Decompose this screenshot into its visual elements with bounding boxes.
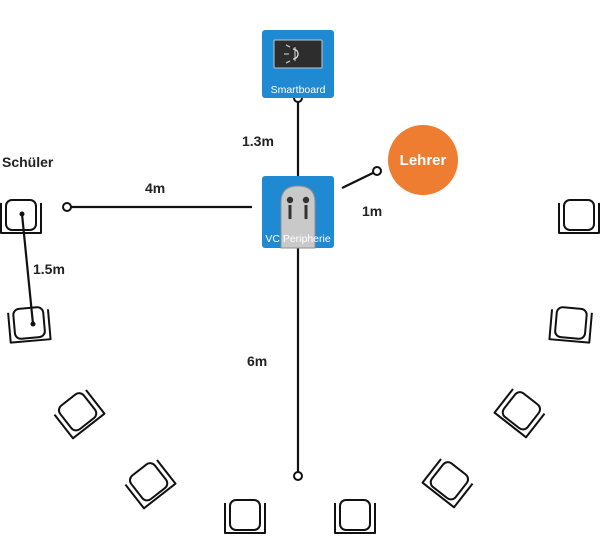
teacher-node: Lehrer bbox=[388, 125, 458, 195]
teacher-circle bbox=[388, 125, 458, 195]
line-vc-to-teacher bbox=[341, 170, 378, 189]
chair-icon bbox=[0, 199, 42, 234]
endpoint-teacher bbox=[372, 166, 382, 176]
smartboard-label: Smartboard bbox=[271, 84, 326, 96]
vc-node: VC Peripherie bbox=[262, 176, 334, 249]
chair-icon bbox=[6, 305, 52, 344]
projector-icon bbox=[273, 39, 323, 69]
distance-student-row-label: 4m bbox=[145, 180, 165, 196]
students-label: Schüler bbox=[2, 154, 54, 170]
chair-icon bbox=[548, 305, 594, 344]
chair-icon bbox=[122, 456, 177, 510]
distance-smartboard-label: 1.3m bbox=[242, 133, 274, 149]
chair-icon bbox=[51, 386, 106, 440]
endpoint-rear bbox=[293, 471, 303, 481]
chair-icon bbox=[334, 499, 376, 534]
distance-student-spacing-label: 1.5m bbox=[33, 261, 65, 277]
endpoint-student-2 bbox=[30, 321, 36, 327]
chair-icon bbox=[421, 455, 476, 509]
endpoint-student-1 bbox=[19, 211, 25, 217]
line-student-spacing bbox=[20, 213, 35, 325]
endpoint-students bbox=[62, 202, 72, 212]
distance-teacher-label: 1m bbox=[362, 203, 382, 219]
chair-icon bbox=[558, 199, 600, 234]
smartboard-node: Smartboard bbox=[262, 30, 334, 98]
teacher-label: Lehrer bbox=[400, 152, 447, 169]
vc-label: VC Peripherie bbox=[265, 233, 331, 245]
chair-icon bbox=[224, 499, 266, 534]
chair-icon bbox=[493, 385, 548, 439]
distance-rear-label: 6m bbox=[247, 353, 267, 369]
camera-icon bbox=[280, 185, 316, 249]
